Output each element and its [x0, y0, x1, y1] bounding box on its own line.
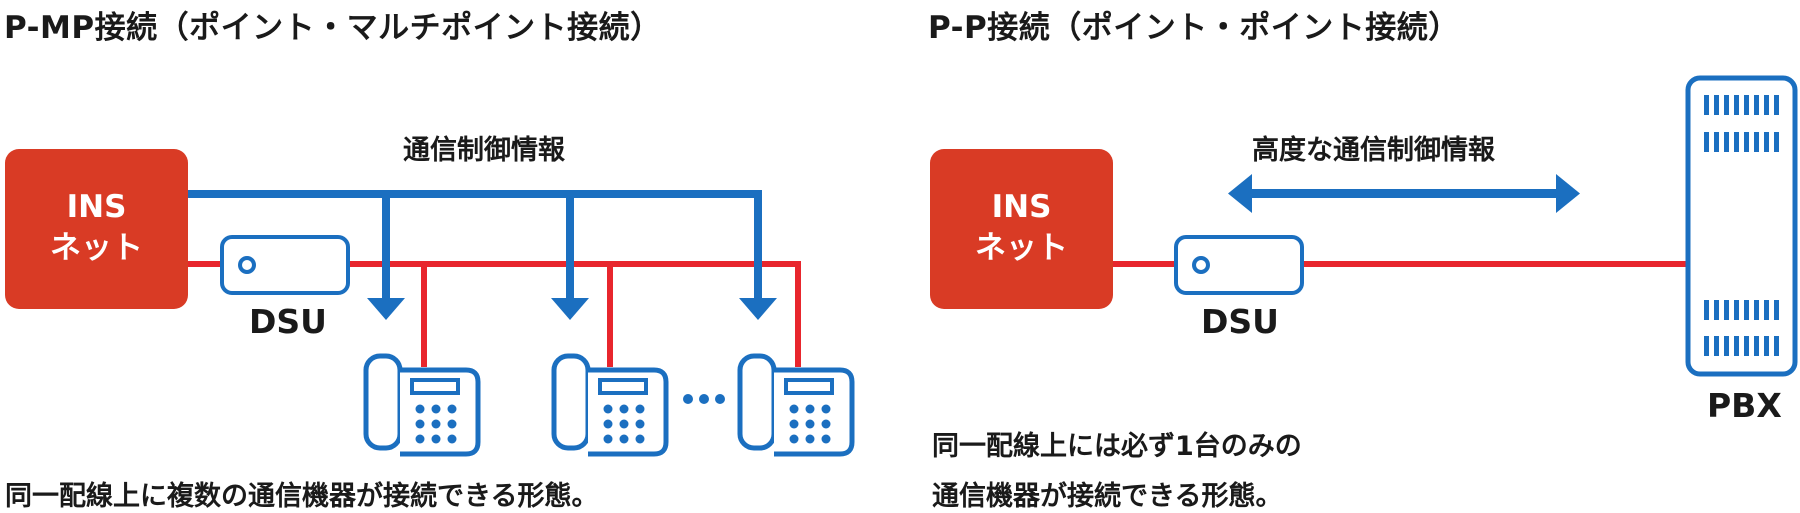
- left-ins-net-box: [5, 149, 188, 309]
- left-dsu-label: DSU: [249, 302, 327, 341]
- right-caption-line2: 通信機器が接続できる形態。: [932, 481, 1283, 512]
- right-pbx-server-icon: [1685, 75, 1798, 377]
- right-advanced-info-label: 高度な通信制御情報: [1252, 135, 1495, 166]
- left-red-wiring: [170, 261, 801, 367]
- right-ins-line1: INS: [991, 189, 1052, 225]
- left-dsu-device-icon: [220, 235, 350, 295]
- left-caption: 同一配線上に複数の通信機器が接続できる形態。: [5, 481, 599, 512]
- right-title: P-P接続（ポイント・ポイント接続）: [928, 10, 1460, 46]
- left-blue-control-lines: [170, 190, 762, 300]
- right-ins-line2: ネット: [975, 230, 1068, 266]
- left-telephone-icon: [554, 356, 666, 454]
- left-telephone-icon: [740, 356, 852, 454]
- left-telephone-icon: [366, 356, 478, 454]
- right-dsu-device-icon: [1174, 235, 1304, 295]
- right-ins-net-box: [930, 149, 1113, 309]
- left-ins-line2: ネット: [50, 230, 143, 266]
- left-ins-line1: INS: [66, 189, 127, 225]
- left-control-info-label: 通信制御情報: [403, 135, 565, 166]
- right-caption-line1: 同一配線上には必ず1台のみの: [932, 431, 1302, 462]
- right-double-arrow-icon: [1228, 174, 1580, 213]
- right-pbx-label: PBX: [1707, 386, 1782, 425]
- left-blue-arrowheads: [367, 298, 777, 320]
- left-title: P-MP接続（ポイント・マルチポイント接続）: [4, 10, 662, 46]
- right-dsu-label: DSU: [1201, 302, 1279, 341]
- ellipsis-text: …: [0, 0, 1, 1]
- left-ellipsis-dots: [683, 394, 725, 404]
